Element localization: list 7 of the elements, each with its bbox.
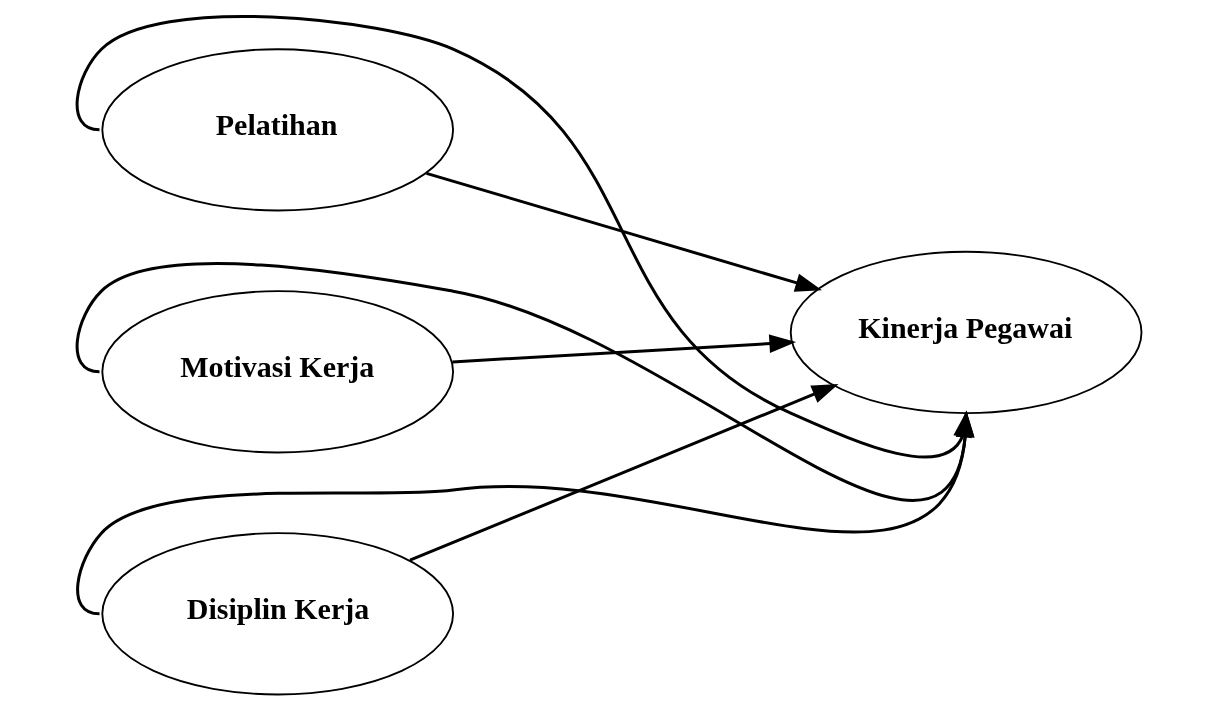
arrow bbox=[451, 334, 796, 364]
arrow bbox=[425, 171, 822, 292]
node-ellipse: Kinerja Pegawai bbox=[789, 250, 1142, 415]
arrow bbox=[408, 384, 839, 562]
node-ellipse: Motivasi Kerja bbox=[100, 290, 454, 454]
node-ellipse: Disiplin Kerja bbox=[100, 532, 454, 696]
node-ellipse: Pelatihan bbox=[100, 48, 454, 212]
